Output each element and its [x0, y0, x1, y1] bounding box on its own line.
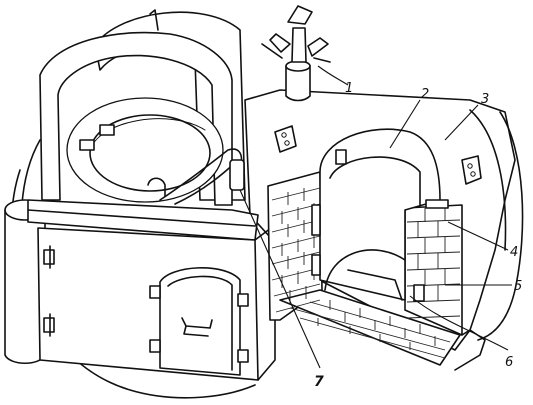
- callout-1: 1: [345, 81, 353, 96]
- callout-3: 3: [481, 92, 489, 107]
- callout-4: 4: [510, 245, 518, 260]
- callout-7: 7: [314, 374, 324, 390]
- callout-2: 2: [421, 87, 429, 102]
- callout-5: 5: [514, 279, 522, 294]
- door-panel: [37, 224, 276, 381]
- lifting-lug: [274, 125, 482, 185]
- callout-labels: 1 2 3 4 5 6 7: [314, 81, 522, 390]
- vent-pipe: [261, 5, 331, 102]
- leader-lines: [239, 65, 512, 369]
- callout-6: 6: [505, 355, 513, 370]
